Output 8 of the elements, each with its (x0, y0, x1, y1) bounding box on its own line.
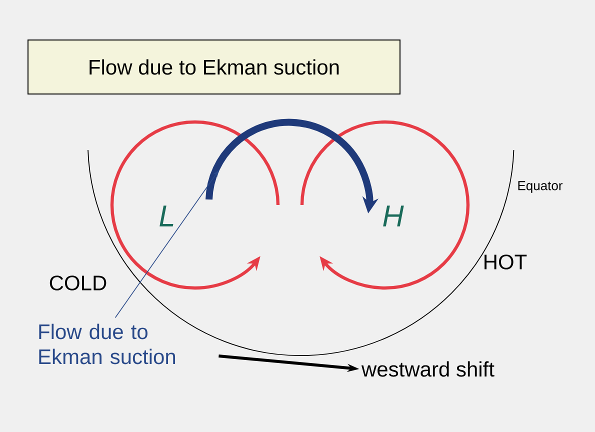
annotation-text: westward shift (361, 361, 494, 377)
low-pressure-letter: L (160, 206, 174, 226)
annotation-text: Flow due to Ekman suction (39, 324, 176, 364)
region-label: Equator (518, 181, 563, 193)
region-label: HOT (484, 254, 527, 270)
region-label: COLD (50, 276, 106, 290)
title-box: Flow due to Ekman suction (28, 40, 400, 94)
high-pressure-letter: H (383, 206, 404, 226)
